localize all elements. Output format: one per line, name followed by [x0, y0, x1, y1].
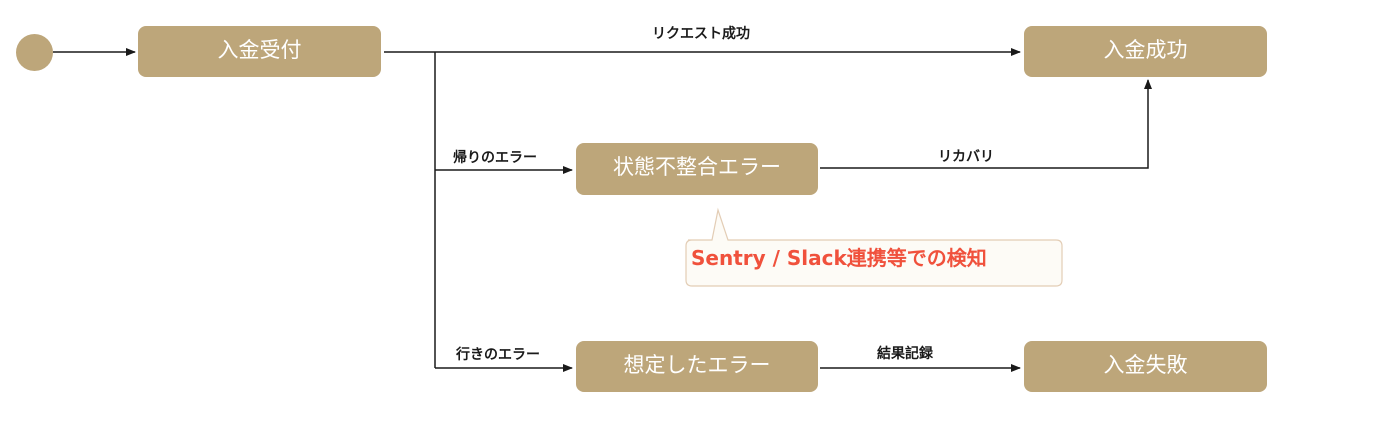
callout-note-text: Sentry / Slack連携等での検知	[691, 246, 987, 270]
node-deposit-failed: 入金失敗	[1024, 341, 1267, 392]
node-state-mismatch-error: 状態不整合エラー	[576, 143, 818, 195]
node-deposit-success: 入金成功	[1024, 26, 1267, 77]
node-deposit-received-label: 入金受付	[217, 37, 302, 62]
node-expected-error-label: 想定したエラー	[623, 352, 771, 377]
edge-mismatch-to-success	[820, 79, 1152, 169]
node-deposit-failed-label: 入金失敗	[1103, 352, 1188, 377]
node-deposit-received: 入金受付	[138, 26, 381, 77]
edge-label-request-success: リクエスト成功	[652, 26, 750, 42]
node-expected-error: 想定したエラー	[576, 341, 818, 392]
edge-label-result-logging: 結果記録	[877, 346, 933, 362]
node-state-mismatch-error-label: 状態不整合エラー	[613, 155, 781, 179]
initial-state-dot	[16, 34, 53, 71]
edge-label-recovery: リカバリ	[938, 149, 994, 165]
callout-note-shape	[685, 207, 1063, 287]
edge-label-return-error: 帰りのエラー	[453, 150, 537, 166]
node-deposit-success-label: 入金成功	[1103, 37, 1188, 62]
edge-label-outbound-error: 行きのエラー	[456, 347, 540, 363]
